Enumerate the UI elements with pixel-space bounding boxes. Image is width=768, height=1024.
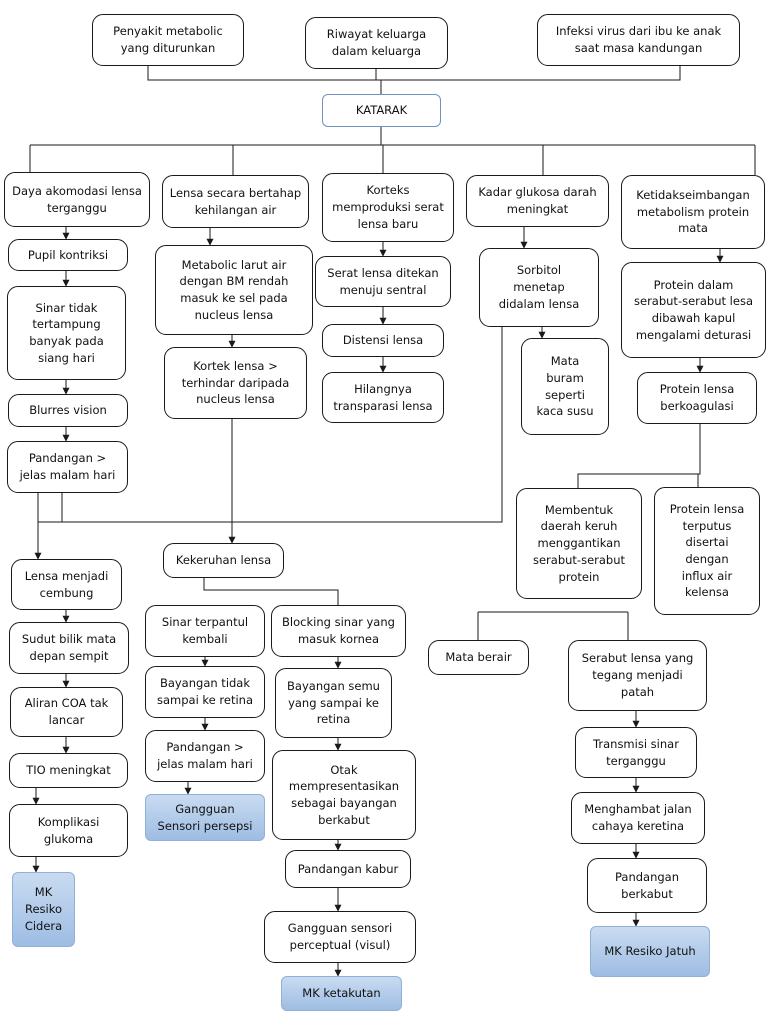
node-mata-berair: Mata berair — [428, 640, 529, 675]
node-gangguan-sensori-persepsi: Gangguan Sensori persepsi — [145, 794, 265, 841]
node-pandangan-malam-2: Pandangan > jelas malam hari — [145, 730, 265, 782]
node-komplikasi-glukoma: Komplikasi glukoma — [9, 804, 128, 857]
node-menghambat-jalan: Menghambat jalan cahaya keretina — [571, 792, 705, 844]
node-sudut-bilik-mata: Sudut bilik mata depan sempit — [9, 622, 129, 674]
node-daya-akomodasi: Daya akomodasi lensa terganggu — [4, 172, 150, 227]
node-bayangan-tidak-sampai: Bayangan tidak sampai ke retina — [145, 666, 265, 718]
node-kadar-glukosa: Kadar glukosa darah meningkat — [466, 175, 609, 227]
node-penyakit-metabolic: Penyakit metabolic yang diturunkan — [92, 14, 244, 66]
node-lensa-bertahap: Lensa secara bertahap kehilangan air — [162, 175, 309, 228]
node-metabolic-larut-air: Metabolic larut air dengan BM rendah mas… — [155, 245, 313, 335]
node-tio-meningkat: TIO meningkat — [9, 753, 128, 788]
node-kekeruhan-lensa: Kekeruhan lensa — [163, 543, 284, 578]
node-gangguan-sensori-visul: Gangguan sensori perceptual (visul) — [264, 911, 416, 963]
node-sorbitol: Sorbitol menetap didalam lensa — [479, 248, 599, 327]
node-pupil-kontriksi: Pupil kontriksi — [8, 239, 128, 271]
node-blocking-sinar: Blocking sinar yang masuk kornea — [271, 605, 406, 657]
node-bayangan-semu: Bayangan semu yang sampai ke retina — [275, 668, 392, 738]
node-sinar-terpantul: Sinar terpantul kembali — [145, 605, 265, 657]
node-lensa-cembung: Lensa menjadi cembung — [11, 559, 122, 610]
node-protein-dalam-serabut: Protein dalam serabut-serabut lesa dibaw… — [621, 262, 766, 358]
node-hilangnya-transparasi: Hilangnya transparasi lensa — [322, 372, 444, 423]
node-mk-resiko-jatuh: MK Resiko Jatuh — [590, 926, 710, 977]
node-membentuk-daerah-keruh: Membentuk daerah keruh menggantikan sera… — [516, 488, 642, 599]
node-otak-mempresentasikan: Otak mempresentasikan sebagai bayangan b… — [272, 750, 416, 840]
node-protein-terputus: Protein lensa terputus disertai dengan i… — [654, 487, 760, 615]
node-serabut-tegang: Serabut lensa yang tegang menjadi patah — [568, 640, 707, 711]
node-mk-resiko-cidera: MK Resiko Cidera — [12, 872, 75, 947]
node-kortek-lensa: Kortek lensa > terhindar daripada nucleu… — [164, 347, 307, 419]
node-mk-ketakutan: MK ketakutan — [281, 976, 402, 1011]
node-korteks-serat-baru: Korteks memproduksi serat lensa baru — [322, 173, 454, 242]
node-serat-ditekan: Serat lensa ditekan menuju sentral — [315, 256, 451, 307]
node-mata-buram: Mata buram seperti kaca susu — [521, 338, 609, 435]
node-distensi-lensa: Distensi lensa — [322, 324, 444, 357]
node-transmisi-sinar: Transmisi sinar terganggu — [575, 727, 697, 778]
node-pandangan-kabur: Pandangan kabur — [285, 850, 411, 888]
node-aliran-coa: Aliran COA tak lancar — [10, 687, 123, 737]
node-katarak: KATARAK — [322, 94, 441, 127]
node-pandangan-berkabut: Pandangan berkabut — [587, 858, 707, 913]
node-infeksi-virus: Infeksi virus dari ibu ke anak saat masa… — [537, 14, 740, 66]
node-protein-berkoagulasi: Protein lensa berkoagulasi — [637, 372, 757, 424]
node-riwayat-keluarga: Riwayat keluarga dalam keluarga — [305, 17, 448, 69]
node-sinar-tidak-tertampung: Sinar tidak tertampung banyak pada siang… — [7, 286, 126, 380]
node-pandangan-malam-1: Pandangan > jelas malam hari — [7, 441, 128, 493]
node-blurres-vision: Blurres vision — [8, 394, 128, 427]
node-ketidakseimbangan: Ketidakseimbangan metabolism protein mat… — [621, 175, 765, 249]
